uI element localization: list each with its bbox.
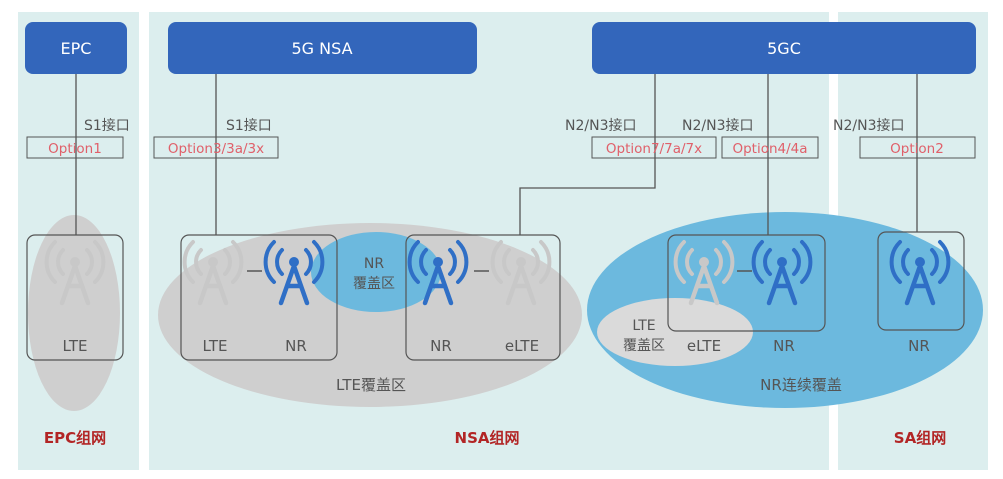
sa-station-box xyxy=(877,231,965,331)
5g-nsa-core-label: 5G NSA xyxy=(291,39,352,58)
option1-box xyxy=(26,136,124,159)
connection-lines xyxy=(75,74,918,235)
lte-coverage-label: LTE覆盖区 xyxy=(336,376,406,394)
option3-label: Option3/3a/3x xyxy=(168,141,264,157)
nsa-lte-station-label: LTE xyxy=(203,337,228,355)
nsa-nr-station-label: NR xyxy=(285,337,307,355)
option3-box xyxy=(153,136,279,159)
option7-elte-station-label: eLTE xyxy=(505,337,539,355)
lte-small-coverage-label-line2: 覆盖区 xyxy=(623,338,665,354)
option2-label: Option2 xyxy=(890,141,944,157)
option4-label: Option4/4a xyxy=(732,141,807,157)
option4-box xyxy=(721,136,819,159)
sa-nr-station-label: NR xyxy=(908,337,930,355)
option7-box xyxy=(591,136,717,159)
option7-label: Option7/7a/7x xyxy=(606,141,702,157)
option7-interface-label: N2/N3接口 xyxy=(565,117,636,134)
nr-coverage-label-line1: NR xyxy=(364,256,384,272)
option4-station-box xyxy=(667,234,826,332)
epc-core-box[interactable] xyxy=(25,22,127,74)
lte-small-coverage-area xyxy=(597,298,753,366)
lte-coverage-area xyxy=(158,223,582,407)
option1-label: Option1 xyxy=(48,141,102,157)
nr-coverage-area xyxy=(311,232,441,312)
epc-lte-coverage-area xyxy=(28,215,120,411)
epc-core-label: EPC xyxy=(61,39,92,58)
epc-interface-label: S1接口 xyxy=(84,117,130,134)
option7-station-box xyxy=(405,234,561,361)
5gc-core-box[interactable] xyxy=(592,22,976,74)
epc-lte-station-label: LTE xyxy=(63,337,88,355)
option4-elte-station-label: eLTE xyxy=(687,337,721,355)
nr-coverage-label-line2: 覆盖区 xyxy=(353,276,395,292)
option4-nr-station-label: NR xyxy=(773,337,795,355)
option4-interface-label: N2/N3接口 xyxy=(682,117,753,134)
nsa-region-title: NSA组网 xyxy=(455,429,520,447)
epc-region-title: EPC组网 xyxy=(44,429,106,447)
option3-station-box xyxy=(180,234,338,361)
lte-small-coverage-label-line1: LTE xyxy=(632,318,655,334)
5g-nsa-core-box[interactable] xyxy=(168,22,477,74)
option7-nr-station-label: NR xyxy=(430,337,452,355)
option2-interface-label: N2/N3接口 xyxy=(833,117,904,134)
5gc-core-label: 5GC xyxy=(767,39,801,58)
epc-lte-station-box xyxy=(26,234,124,361)
nr-continuous-coverage-label: NR连续覆盖 xyxy=(760,376,842,394)
option2-box xyxy=(859,136,976,159)
option7-link-line xyxy=(519,74,656,235)
sa-region-title: SA组网 xyxy=(894,429,946,447)
nsa-interface-label: S1接口 xyxy=(226,117,272,134)
